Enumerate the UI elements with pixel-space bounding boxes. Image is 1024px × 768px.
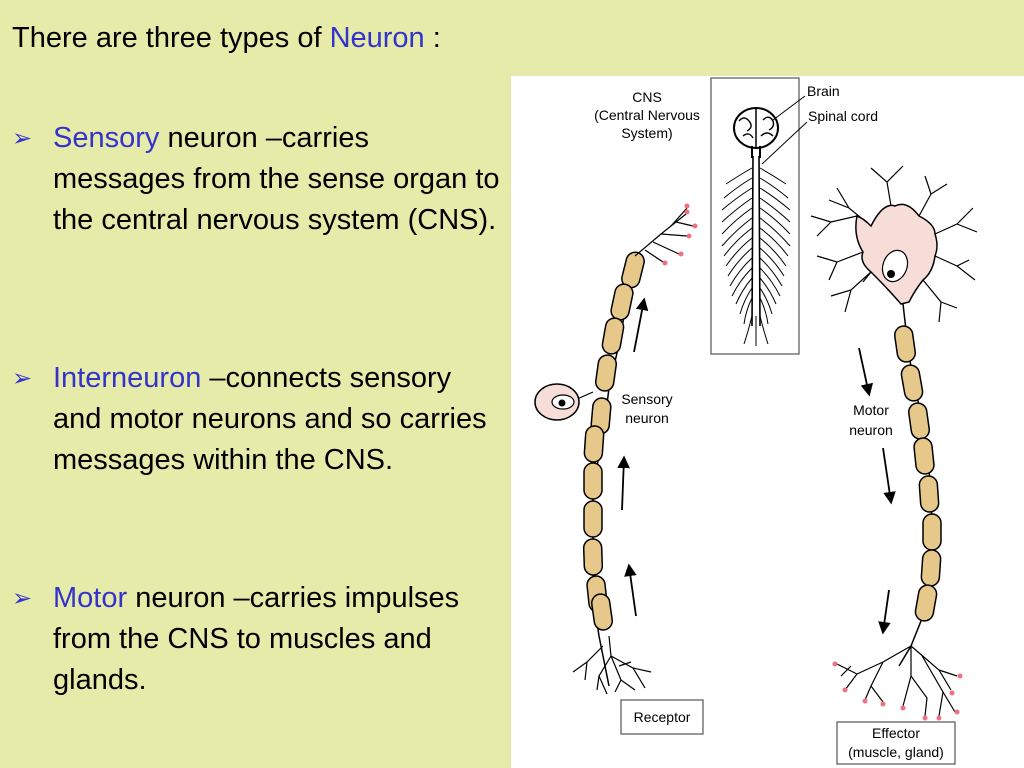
bullet-term: Sensory	[53, 122, 160, 154]
motor-dendrites	[810, 165, 978, 323]
spinal-cord-label: Spinal cord	[761, 108, 878, 165]
sensory-label-line2: neuron	[625, 410, 669, 426]
sensory-neuron	[534, 203, 698, 695]
sensory-direction-arrows	[617, 297, 649, 617]
sensory-neuron-label: Sensory neuron	[621, 391, 672, 426]
motor-label-line1: Motor	[853, 402, 889, 418]
motor-myelin-segments	[893, 325, 942, 622]
bullet-body: –connects sensory and motor neurons and …	[53, 362, 487, 476]
bullet-body: neuron –carries impulses from the CNS to…	[53, 582, 460, 696]
bullet-body: neuron –carries messages from the sense …	[53, 122, 500, 236]
bullet-term: Motor	[53, 582, 128, 614]
bullet-term: Interneuron	[53, 362, 202, 394]
bullet-text: Sensory neuron –carries messages from th…	[53, 118, 502, 241]
motor-neuron-label: Motor neuron	[849, 402, 893, 438]
neuron-diagram-svg: CNS (Central Nervous System)	[534, 77, 978, 765]
sensory-cell-body	[534, 383, 594, 421]
brain-label-text: Brain	[807, 83, 840, 99]
sensory-nerve-endings	[662, 203, 698, 266]
motor-direction-arrows	[858, 347, 896, 635]
cns-label-line2: (Central Nervous	[594, 107, 700, 123]
spinal-cord-label-text: Spinal cord	[808, 108, 878, 124]
arrowhead-bullet-icon: ➢	[12, 364, 33, 392]
bullet-text: Interneuron –connects sensory and motor …	[53, 358, 502, 481]
spinal-cord-drawing	[721, 155, 791, 346]
receptor-label: Receptor	[634, 709, 691, 725]
effector-label-line1: Effector	[872, 725, 920, 741]
bullet-motor: ➢ Motor neuron –carries impulses from th…	[12, 578, 502, 701]
bullet-text: Motor neuron –carries impulses from the …	[53, 578, 502, 701]
title-prefix: There are three types of	[12, 22, 330, 54]
motor-label-line2: neuron	[849, 422, 893, 438]
arrowhead-bullet-icon: ➢	[12, 584, 33, 612]
cns-label: CNS (Central Nervous System)	[594, 89, 700, 141]
receptor-branches	[572, 635, 652, 695]
arrowhead-bullet-icon: ➢	[12, 124, 33, 152]
cns-label-line3: System)	[621, 125, 672, 141]
effector-box: Effector (muscle, gland)	[836, 721, 956, 765]
bullet-sensory: ➢ Sensory neuron –carries messages from …	[12, 118, 502, 241]
sensory-myelin-segments	[582, 251, 645, 631]
slide-title: There are three types of Neuron :	[12, 22, 441, 55]
brain-label: Brain	[772, 83, 840, 121]
title-highlight: Neuron	[329, 22, 425, 54]
receptor-box: Receptor	[620, 699, 704, 735]
effector-label-line2: (muscle, gland)	[848, 744, 944, 760]
motor-neuron	[810, 165, 978, 721]
sensory-label-line1: Sensory	[621, 391, 672, 407]
cns-label-line1: CNS	[632, 89, 662, 105]
brain-drawing	[733, 107, 779, 158]
bullet-interneuron: ➢ Interneuron –connects sensory and moto…	[12, 358, 502, 481]
neuron-diagram: CNS (Central Nervous System)	[511, 76, 1024, 768]
title-suffix: :	[424, 22, 441, 54]
effector-nerve-endings	[832, 661, 963, 721]
effector-branches	[836, 645, 958, 717]
